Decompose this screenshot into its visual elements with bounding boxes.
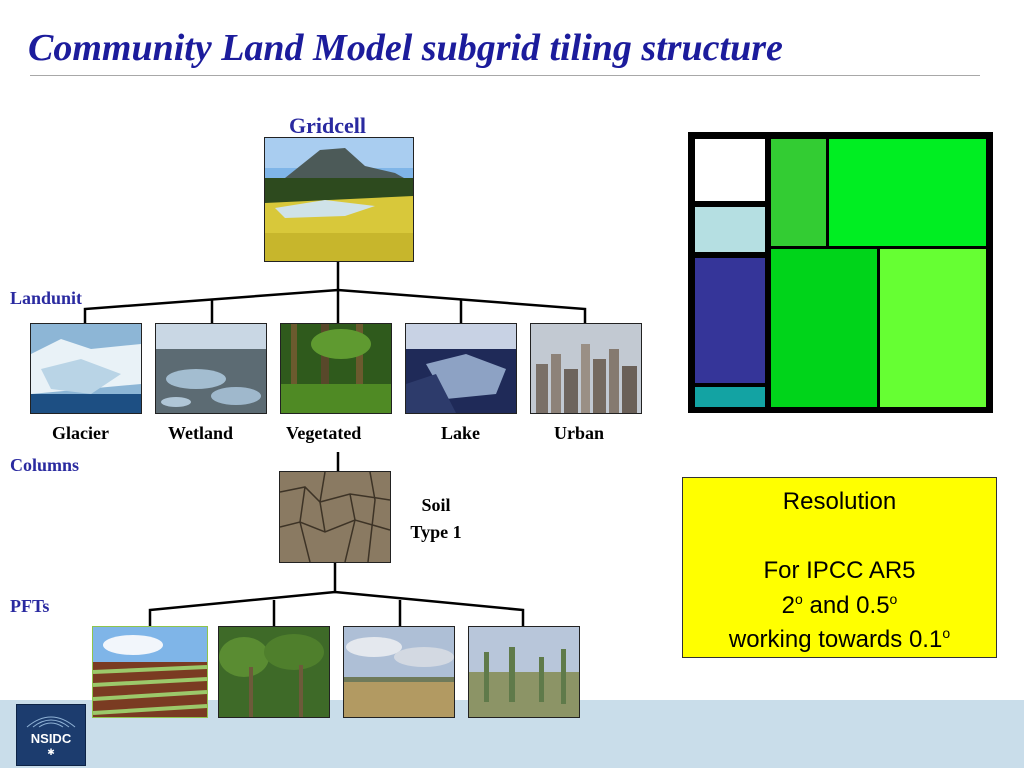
landunit-caption-urban: Urban — [554, 423, 605, 443]
soil-column-image — [279, 471, 391, 563]
tile-urban — [695, 387, 765, 407]
landunit-label: Landunit — [10, 288, 83, 308]
logo-text: NSIDC — [31, 731, 72, 746]
glacier-image — [30, 323, 142, 414]
columns-label: Columns — [10, 455, 80, 475]
lake-image — [405, 323, 517, 414]
tile-pft-2 — [829, 139, 986, 246]
gridcell-image — [264, 137, 414, 262]
tile-glacier — [695, 139, 765, 201]
resolution-line-3: working towards 0.1o — [728, 625, 951, 653]
landunit-caption-wetland: Wetland — [168, 423, 234, 443]
nsidc-logo-icon: NSIDC ✱ — [16, 704, 86, 766]
landunit-caption-glacier: Glacier — [52, 423, 109, 443]
wetland-image — [155, 323, 267, 414]
urban-image — [530, 323, 642, 414]
pft-grassland-image — [343, 626, 455, 718]
title-divider — [30, 75, 980, 76]
tile-pft-3 — [771, 249, 877, 407]
landunit-caption-lake: Lake — [441, 423, 481, 443]
pft-desert-shrub-image — [468, 626, 580, 718]
pfts-label: PFTs — [10, 596, 50, 616]
pft-crop-image — [92, 626, 208, 718]
subgrid-tiling-diagram — [688, 132, 993, 413]
gridcell-label: Gridcell — [289, 113, 366, 138]
tile-pft-4 — [880, 249, 986, 407]
resolution-box: Resolution For IPCC AR5 2o and 0.5o work… — [682, 477, 997, 658]
tile-wetland — [695, 207, 765, 252]
tile-pft-1 — [771, 139, 826, 246]
landunit-caption-vegetated: Vegetated — [286, 423, 362, 443]
resolution-line-2: 2o and 0.5o — [781, 591, 898, 619]
svg-text:✱: ✱ — [47, 748, 55, 758]
resolution-line-1: For IPCC AR5 — [763, 557, 916, 584]
tile-lake — [695, 258, 765, 383]
soil-type-caption-line1: Soil — [421, 495, 451, 515]
resolution-heading: Resolution — [782, 488, 897, 515]
soil-type-caption-line2: Type 1 — [410, 522, 462, 542]
vegetated-image — [280, 323, 392, 414]
slide-title: Community Land Model subgrid tiling stru… — [28, 27, 783, 69]
pft-forest-image — [218, 626, 330, 718]
